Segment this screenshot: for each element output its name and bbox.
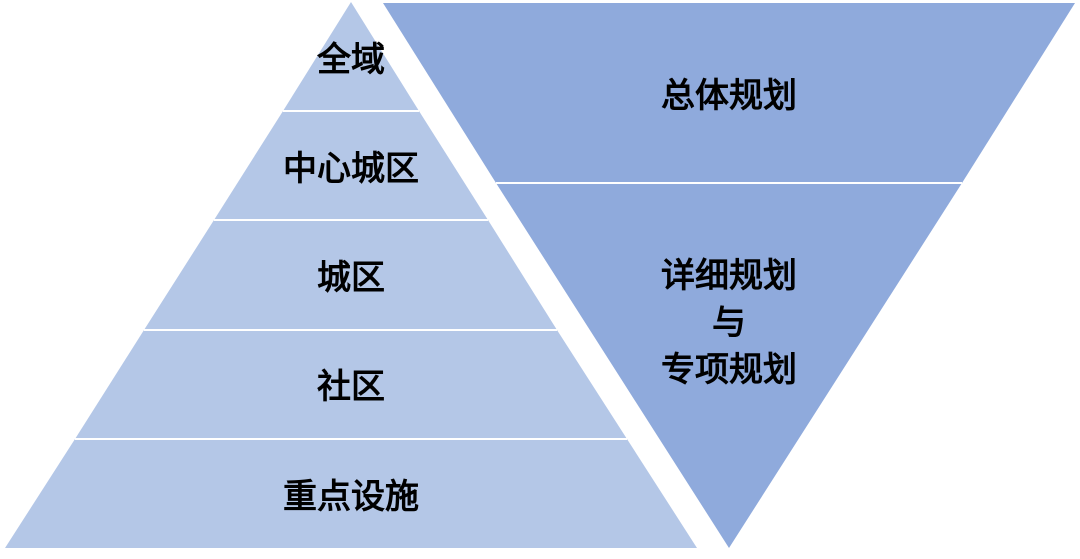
pyramid-level-4-shape (75, 330, 627, 439)
pyramid-level-5-shape (5, 439, 697, 548)
pyramid-level-1-shape (283, 2, 419, 111)
pyramid-level-5-label: 重点设施 (283, 477, 419, 517)
inverted-section-1-label: 总体规划 (661, 76, 797, 116)
pyramid-level-3-shape (144, 220, 557, 330)
pyramid-level-2-label: 中心城区 (283, 149, 419, 189)
planning-type-inverted-triangle: 总体规划 详细规划 与 专项规划 (383, 3, 1075, 548)
inverted-section-2-label-line-3: 专项规划 (661, 350, 797, 390)
pyramid-level-4-label: 社区 (317, 367, 385, 407)
inverted-section-1-shape (383, 3, 1075, 183)
inverted-section-2-label-line-1: 详细规划 (661, 256, 797, 296)
spatial-scale-pyramid: 全域 中心城区 城区 社区 重点设施 (5, 2, 697, 548)
pyramid-level-3-label: 城区 (317, 258, 385, 298)
inverted-section-2-label-line-2: 与 (712, 303, 746, 343)
pyramid-level-1-label: 全域 (316, 40, 385, 80)
pyramid-level-2-shape (214, 111, 488, 220)
inverted-section-2-shape (496, 183, 962, 548)
